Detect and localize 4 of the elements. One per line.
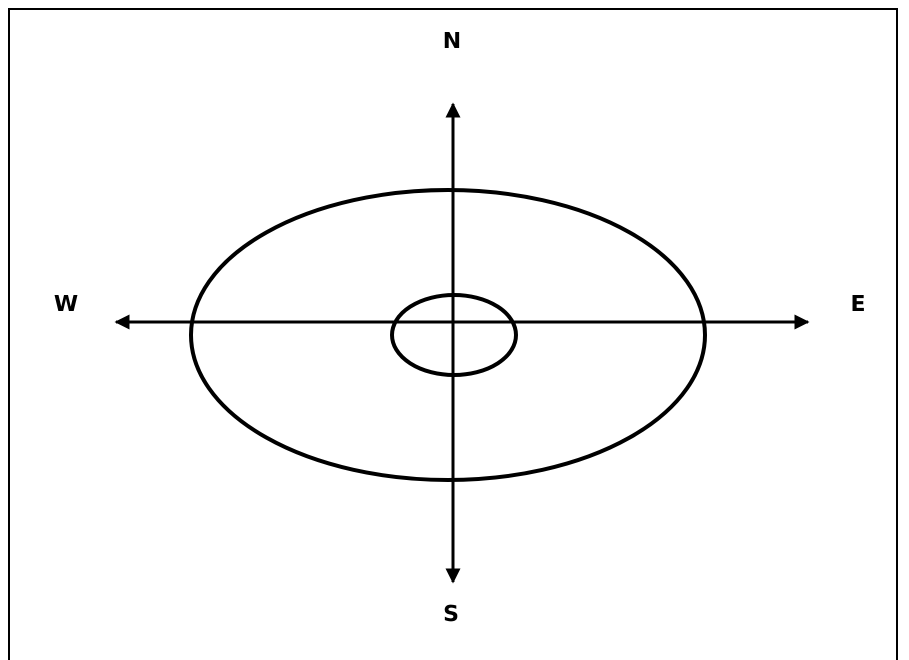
compass-direction-label: W [54, 292, 78, 318]
compass-direction-label: E [850, 292, 866, 318]
compass-direction-label: S [443, 602, 459, 628]
compass-direction-label: N [442, 29, 462, 55]
